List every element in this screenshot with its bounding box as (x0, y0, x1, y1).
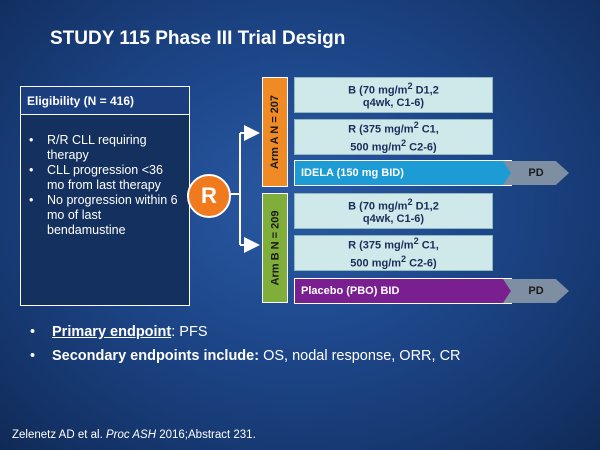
arm-b-pd-chevron: PD (503, 279, 569, 303)
dose-text: C2-6) (406, 257, 437, 270)
arm-a-idela-bar: IDELA (150 mg BID) (294, 160, 512, 186)
dose-text: C1, (418, 124, 439, 136)
primary-endpoint-value: : PFS (171, 324, 208, 340)
dose-sup: 2 (413, 236, 419, 247)
dose-sup: 2 (413, 120, 419, 131)
arm-a-rituximab-box: R (375 mg/m2 C1, 500 mg/m2 C2-6) (294, 119, 493, 155)
dose-sup: 2 (401, 254, 407, 264)
eligibility-box: R/R CLL requiring therapy CLL progressio… (20, 114, 190, 306)
bullet-dot: • (30, 348, 36, 364)
citation: Zelenetz AD et al. Proc ASH 2016;Abstrac… (12, 429, 256, 441)
arm-a-pd-chevron: PD (503, 161, 569, 185)
secondary-endpoint-value: OS, nodal response, ORR, CR (259, 348, 461, 364)
dose-text: R (375 mg/m (348, 240, 414, 252)
dose-text: 500 mg/m (350, 257, 402, 270)
eligibility-item: No progression within 6 mo of last benda… (29, 193, 183, 238)
eligibility-list: R/R CLL requiring therapy CLL progressio… (27, 133, 183, 238)
dose-text: 500 mg/m (350, 141, 402, 154)
citation-authors: Zelenetz AD et al. (12, 429, 106, 441)
dose-text: D1,2 (412, 200, 439, 213)
dose-text: q4wk, C1-6) (362, 213, 425, 226)
arm-a-bendamustine-box: B (70 mg/m2 D1,2 q4wk, C1-6) (294, 77, 493, 113)
dose-sup: 2 (407, 80, 413, 91)
arm-b-rituximab-box: R (375 mg/m2 C1, 500 mg/m2 C2-6) (294, 235, 493, 271)
endpoints-list: • Primary endpoint: PFS • Secondary endp… (30, 324, 461, 372)
arm-a-label-text: Arm A N = 207 (269, 94, 282, 170)
randomization-circle: R (187, 174, 231, 218)
slide-title: STUDY 115 Phase III Trial Design (50, 28, 346, 49)
dose-text: B (70 mg/m (348, 84, 408, 97)
arm-a-label: Arm A N = 207 (262, 77, 288, 187)
eligibility-item: R/R CLL requiring therapy (29, 133, 183, 163)
dose-text: D1,2 (412, 84, 439, 97)
arm-b-bendamustine-box: B (70 mg/m2 D1,2 q4wk, C1-6) (294, 193, 493, 229)
dose-text: q4wk, C1-6) (362, 97, 425, 110)
primary-endpoint-row: • Primary endpoint: PFS (30, 324, 461, 340)
eligibility-item: CLL progression <36 mo from last therapy (29, 163, 183, 193)
eligibility-header: Eligibility (N = 416) (20, 86, 190, 114)
dose-text: C1, (418, 240, 439, 252)
arm-b-label: Arm B N = 209 (262, 193, 288, 303)
arm-b-label-text: Arm B N = 209 (269, 210, 281, 286)
dose-sup: 2 (401, 138, 407, 148)
citation-journal: Proc ASH (105, 429, 157, 441)
primary-endpoint-label: Primary endpoint (52, 324, 172, 340)
secondary-endpoint-row: • Secondary endpoints include: OS, nodal… (30, 348, 461, 364)
dose-text: C2-6) (406, 141, 437, 154)
dose-text: B (70 mg/m (348, 200, 408, 213)
dose-sup: 2 (407, 196, 413, 207)
arm-b-placebo-bar: Placebo (PBO) BID (294, 278, 512, 304)
bullet-dot: • (30, 324, 36, 340)
citation-rest: 2016;Abstract 231. (156, 429, 256, 441)
secondary-endpoint-label: Secondary endpoints include: (52, 348, 260, 364)
dose-text: R (375 mg/m (348, 124, 414, 136)
